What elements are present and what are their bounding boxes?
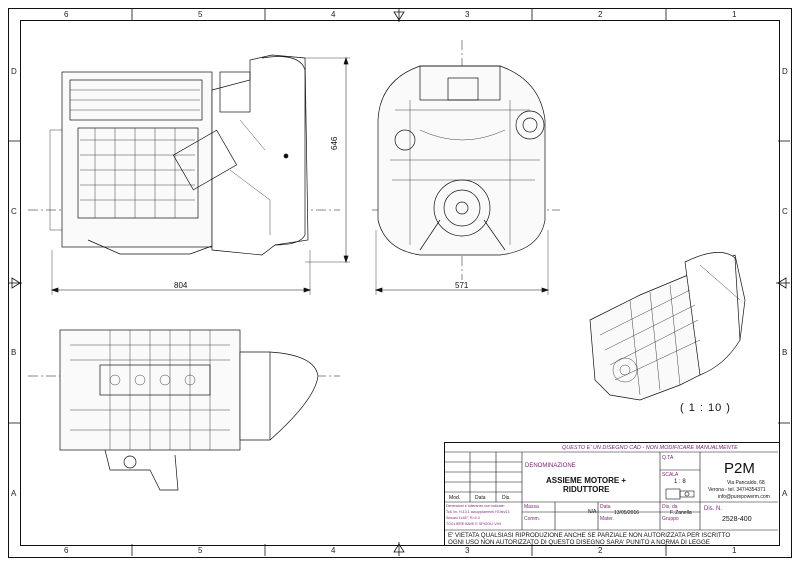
company-logo: P2M: [724, 460, 755, 477]
zone-right-a: A: [782, 489, 788, 498]
dim-width-side: 804: [174, 281, 188, 290]
rev-header-dis: Dis.: [502, 495, 511, 501]
legal-notice-line2: OGNI USO NON AUTORIZZATO DI QUESTO DISEG…: [448, 539, 710, 546]
zone-top-5: 5: [198, 10, 203, 19]
center-arrow-left: [11, 277, 21, 289]
rev-header-data: Data: [475, 495, 486, 501]
zone-left-d: D: [11, 67, 17, 76]
drawing-title-line1: ASSIEME MOTORE +: [546, 476, 627, 485]
zone-bottom-5: 5: [198, 546, 203, 555]
cad-notice: QUESTO E' UN DISEGNO CAD - NON MODIFICAR…: [562, 445, 738, 451]
zone-right-c: C: [782, 207, 788, 216]
isometric-scale-label: ( 1 : 10 ): [680, 402, 731, 414]
company-address2: Verona - tel. 347/4354371: [708, 487, 766, 493]
disegnatore-value: F. Zanella: [670, 510, 692, 516]
drawing-title-line2: RIDUTTORE: [563, 485, 610, 494]
legal-notice-line1: E' VIETATA QUALSIASI RIPRODUZIONE ANCHE …: [448, 532, 731, 539]
center-arrow-top: [393, 11, 405, 21]
zone-bottom-4: 4: [331, 546, 336, 555]
rev-header-mod: Mod.: [449, 495, 461, 501]
gruppo-label: Gruppo: [662, 516, 679, 522]
center-arrow-right: [777, 277, 787, 289]
dim-height-side: 646: [330, 136, 339, 150]
data-value: 13/05/2016: [614, 510, 640, 516]
dis-n-label: Dis. N.: [704, 506, 722, 512]
qta-label: Q.TA: [662, 455, 674, 461]
tolerance-line2: Toll. lin. H-13.1 accoppiamenti H7/ah/13: [446, 510, 510, 514]
zone-top-2: 2: [598, 10, 603, 19]
tolerance-line4: TOGLIERE BAVE E SPIGOLI VIVI: [446, 522, 501, 526]
center-arrow-bottom: [393, 543, 405, 553]
tolerance-line3: Smussi 1x45°, R=0.3: [446, 516, 480, 520]
zone-bottom-2: 2: [598, 546, 603, 555]
company-address1: Via Pancaldo, 68: [727, 480, 765, 486]
isometric-view: [589, 252, 746, 401]
title-block-grid: [444, 451, 778, 531]
zone-right-b: B: [782, 348, 788, 357]
zone-left-a: A: [11, 489, 17, 498]
scala-label: SCALA: [662, 472, 679, 478]
tolerance-line1: Dimensioni e tolleranze non indicate:: [446, 504, 505, 508]
dim-width-front: 571: [455, 281, 469, 290]
zone-left-c: C: [11, 207, 17, 216]
massa-value: N/A: [588, 509, 597, 515]
company-email: info@purepowerm.com: [718, 494, 770, 500]
disegnatore-label: Dis. da: [662, 504, 678, 510]
front-view: [372, 40, 560, 295]
zone-right-d: D: [782, 67, 788, 76]
zone-top-3: 3: [465, 10, 470, 19]
zone-top-6: 6: [64, 10, 69, 19]
dis-n-value: 2528-400: [722, 516, 752, 523]
zone-top-1: 1: [732, 10, 737, 19]
comm-label: Comm.: [524, 516, 541, 522]
zone-bottom-1: 1: [732, 546, 737, 555]
top-view: [28, 329, 340, 491]
denominazione-label: DENOMINAZIONE: [525, 463, 576, 469]
zone-bottom-6: 6: [64, 546, 69, 555]
zone-left-b: B: [11, 348, 17, 357]
zone-top-4: 4: [331, 10, 336, 19]
side-view: [28, 54, 350, 295]
mater-label: Mater.: [600, 516, 614, 522]
massa-label: Massa: [524, 504, 539, 510]
scala-value: 1 : 8: [674, 479, 686, 485]
data-label: Data: [600, 504, 611, 510]
zone-bottom-3: 3: [465, 546, 470, 555]
